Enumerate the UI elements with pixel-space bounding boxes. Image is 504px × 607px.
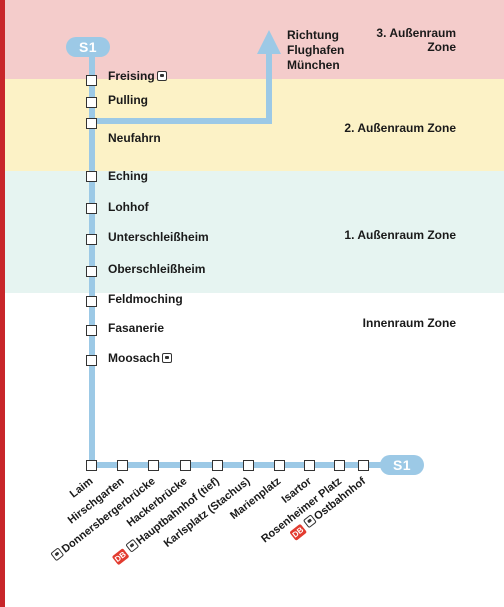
station-marker: [148, 460, 159, 471]
station-name: Fasanerie: [108, 321, 165, 335]
zone-band-2: [0, 79, 504, 171]
station-label: Pulling: [108, 93, 148, 107]
arrow-up-icon: [257, 30, 281, 54]
station-marker: [86, 234, 97, 245]
route-branch-vertical: [266, 50, 272, 124]
station-name: Eching: [108, 169, 149, 183]
station-marker: [86, 171, 97, 182]
station-marker: [212, 460, 223, 471]
station-name: Neufahrn: [108, 131, 161, 145]
zone-label-2: 2. Außenraum Zone: [344, 121, 456, 135]
station-name: Freising: [108, 69, 155, 83]
train-icon: [162, 353, 173, 363]
station-marker: [86, 296, 97, 307]
zone-label-3-line2: Zone: [427, 40, 456, 54]
destination-line-3: München: [287, 58, 340, 72]
station-label: Freising: [108, 69, 169, 83]
station-marker: [304, 460, 315, 471]
station-name: Feldmoching: [108, 292, 183, 306]
route-branch-horizontal: [89, 118, 272, 124]
station-marker: [243, 460, 254, 471]
station-name: Moosach: [108, 351, 161, 365]
zone-label-1: 1. Außenraum Zone: [344, 228, 456, 242]
station-marker: [274, 460, 285, 471]
zone-band-1: [0, 171, 504, 293]
station-marker: [86, 203, 97, 214]
zone-band-inner: [0, 293, 504, 607]
station-label: Eching: [108, 169, 148, 183]
station-label: Neufahrn: [108, 131, 161, 145]
destination-line-2: Flughafen: [287, 43, 345, 57]
destination-line-1: Richtung: [287, 28, 339, 42]
station-marker: [86, 97, 97, 108]
station-name: Unterschleißheim: [108, 230, 209, 244]
train-icon: [156, 71, 167, 81]
route-horizontal: [89, 462, 392, 468]
station-marker: [117, 460, 128, 471]
station-marker: [86, 355, 97, 366]
station-marker: [180, 460, 191, 471]
line-badge-top: S1: [66, 37, 110, 57]
station-marker: [358, 460, 369, 471]
station-label: Moosach: [108, 351, 174, 365]
station-label: Fasanerie: [108, 321, 164, 335]
zone-label-3-line1: 3. Außenraum: [376, 26, 456, 40]
station-name: Pulling: [108, 93, 148, 107]
station-label: Unterschleißheim: [108, 230, 209, 244]
station-label: Oberschleißheim: [108, 262, 205, 276]
line-badge-bottom: S1: [380, 455, 424, 475]
station-marker: [86, 266, 97, 277]
station-marker: [86, 118, 97, 129]
station-marker: [86, 460, 97, 471]
station-label: Lohhof: [108, 200, 149, 214]
zone-label-3: 3. Außenraum Zone: [376, 26, 456, 54]
left-border: [0, 0, 5, 607]
destination-label: Richtung Flughafen München: [287, 28, 344, 73]
station-marker: [86, 325, 97, 336]
station-marker: [334, 460, 345, 471]
zone-label-inner: Innenraum Zone: [362, 316, 456, 330]
station-marker: [86, 75, 97, 86]
route-vertical: [89, 52, 95, 468]
station-label: Feldmoching: [108, 292, 183, 306]
station-name: Oberschleißheim: [108, 262, 206, 276]
station-name: Lohhof: [108, 200, 149, 214]
